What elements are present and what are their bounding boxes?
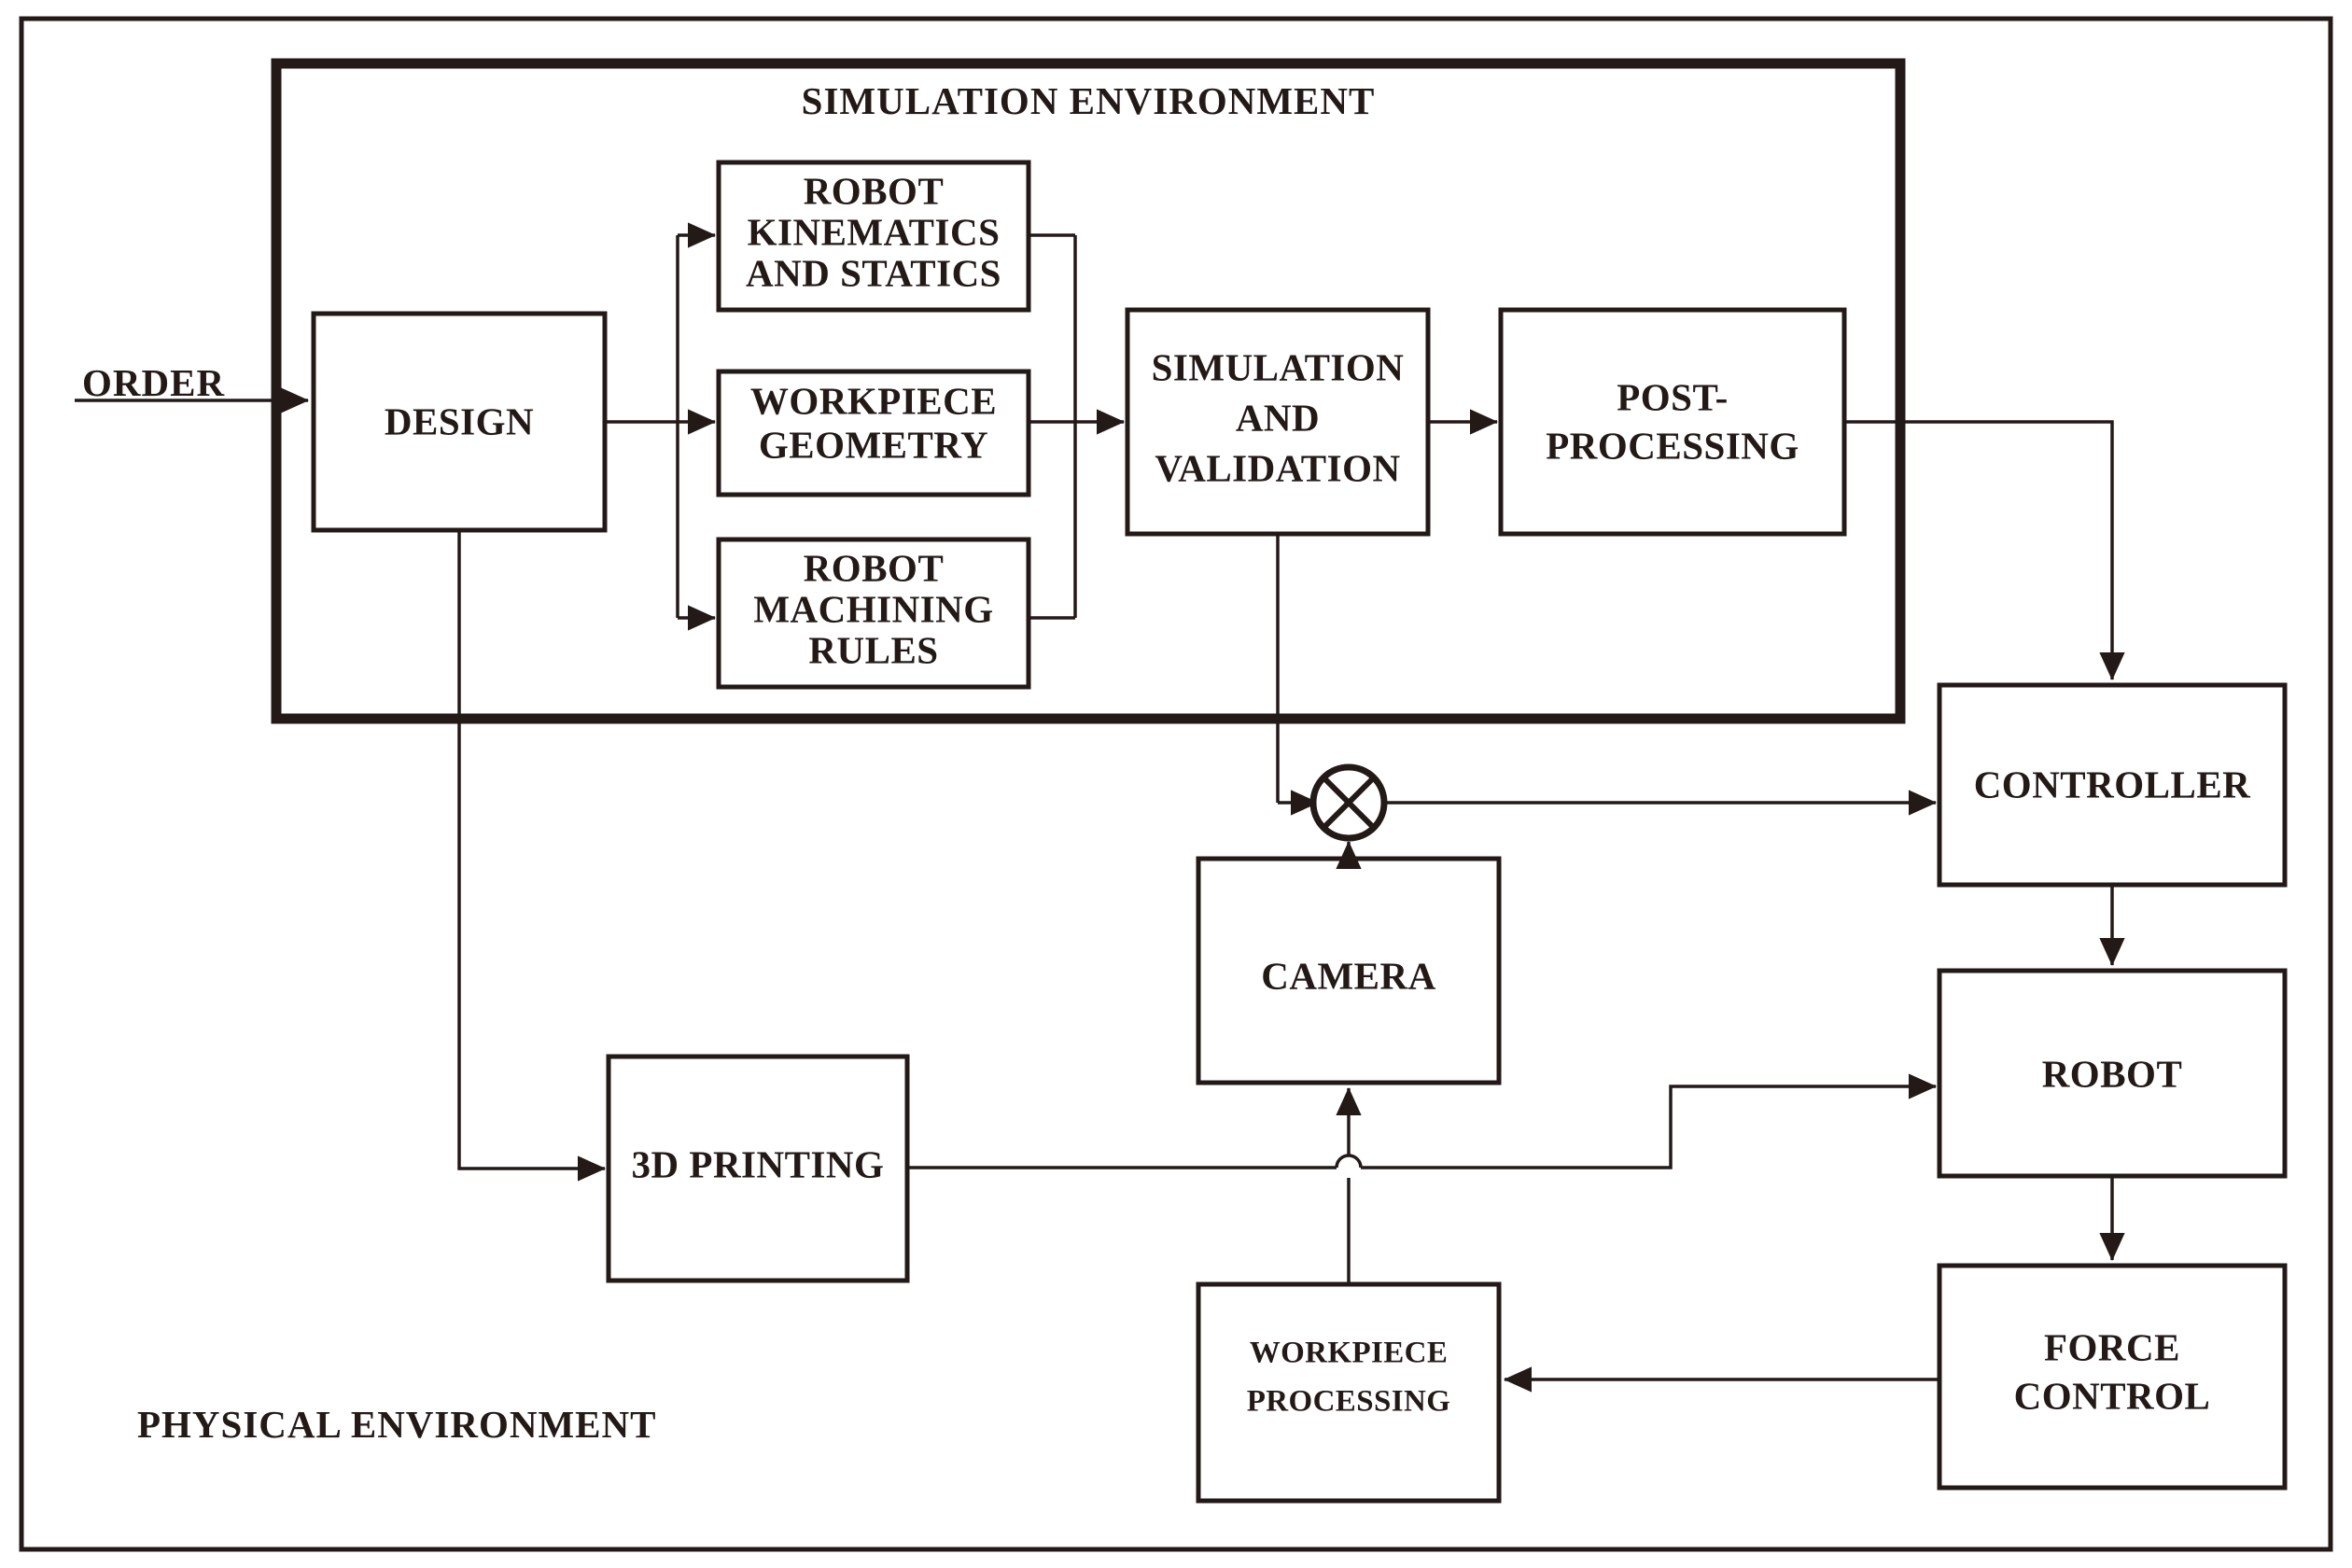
node-post-processing-label-line1: POST-	[1617, 375, 1728, 418]
node-3d-printing-label: 3D PRINTING	[632, 1142, 885, 1185]
node-robot[interactable]	[1937, 968, 2288, 1179]
node-robot-kinematics[interactable]	[716, 160, 1031, 313]
node-robot-label: ROBOT	[2042, 1052, 2183, 1095]
node-simulation-validation-label-line3: VALIDATION	[1155, 446, 1400, 489]
node-post-processing[interactable]	[1498, 307, 1847, 537]
node-workpiece-processing-label-line2: PROCESSING	[1247, 1385, 1451, 1419]
node-force-control-label-line2: CONTROL	[2014, 1374, 2211, 1417]
node-robot-machining-rules-label-line2: MACHINING	[753, 587, 993, 630]
node-design[interactable]	[311, 311, 608, 533]
node-robot-machining-rules-label-line1: ROBOT	[804, 546, 945, 589]
node-workpiece-processing[interactable]	[1196, 1281, 1502, 1504]
node-post-processing-label-line2: PROCESSING	[1546, 424, 1799, 467]
page-border	[19, 16, 2333, 1552]
node-workpiece-geometry-label-line2: GEOMETRY	[759, 423, 988, 466]
edge-design-to-3d-printing	[457, 530, 607, 1182]
node-workpiece-geometry[interactable]	[716, 369, 1031, 497]
wire-hop-bridge	[1335, 1154, 1363, 1169]
node-robot-machining-rules[interactable]	[716, 537, 1031, 690]
node-camera-label: CAMERA	[1261, 954, 1435, 997]
node-force-control-label-line1: FORCE	[2044, 1325, 2180, 1368]
node-robot-kinematics-label-line1: ROBOT	[804, 169, 945, 212]
node-robot-kinematics-label-line2: KINEMATICS	[748, 210, 1001, 253]
node-workpiece-geometry-label-line1: WORKPIECE	[750, 379, 997, 422]
node-3d-printing[interactable]	[606, 1054, 910, 1283]
node-robot-machining-rules-label-line3: RULES	[808, 628, 938, 671]
edge-3d-printing-to-robot	[907, 1086, 1936, 1169]
simulation-environment-boundary	[271, 58, 1906, 724]
comparator-cross-stroke-2	[1321, 775, 1377, 831]
physical-environment-label: PHYSICAL ENVIRONMENT	[137, 1403, 656, 1446]
node-controller-label: CONTROLLER	[1974, 763, 2251, 805]
node-simulation-validation-label-line1: SIMULATION	[1152, 345, 1405, 388]
order-input-label: ORDER	[82, 361, 225, 404]
simulation-environment-label: SIMULATION ENVIRONMENT	[802, 79, 1376, 122]
node-controller[interactable]	[1937, 682, 2288, 888]
node-force-control[interactable]	[1937, 1263, 2288, 1491]
node-workpiece-processing-label-line1: WORKPIECE	[1250, 1337, 1449, 1370]
node-design-label: DESIGN	[385, 399, 534, 442]
edge-post-processing-to-controller	[1844, 420, 2125, 681]
node-simulation-validation-label-line2: AND	[1236, 396, 1320, 439]
node-robot-kinematics-label-line3: AND STATICS	[746, 251, 1001, 294]
